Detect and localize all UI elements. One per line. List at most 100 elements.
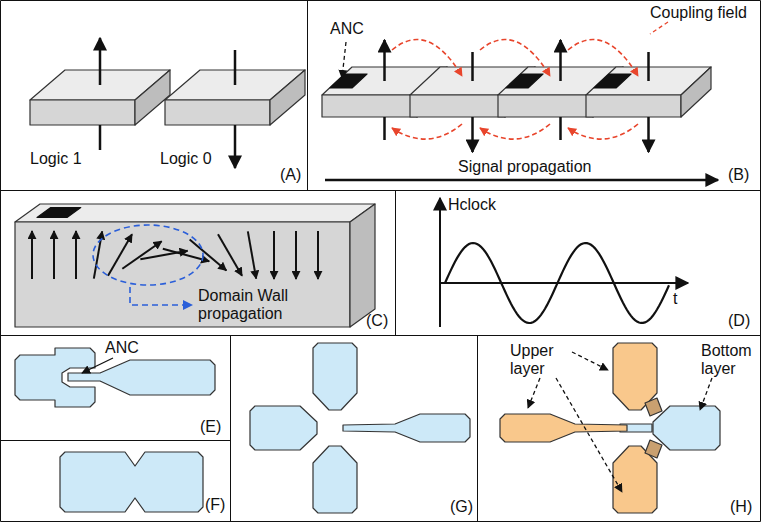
part-label: Coupling field bbox=[650, 4, 747, 22]
panel-border bbox=[0, 440, 230, 441]
magnet-front bbox=[410, 95, 505, 117]
panel-border bbox=[0, 335, 761, 336]
spin-arrow bbox=[273, 231, 275, 279]
panel-letter: (B) bbox=[728, 166, 749, 184]
leader-line bbox=[572, 352, 608, 370]
anc-pad bbox=[594, 74, 631, 88]
magnet-label: Logic 0 bbox=[160, 150, 212, 168]
output-magnet bbox=[343, 414, 470, 442]
axis-label: Hclock bbox=[448, 196, 496, 214]
magnetization-arrow bbox=[647, 52, 650, 81]
axis-label: t bbox=[673, 290, 677, 308]
spin-arrow bbox=[31, 231, 33, 279]
magnetization-arrow bbox=[559, 40, 562, 81]
output-magnet bbox=[68, 360, 215, 395]
notched-magnet bbox=[60, 452, 203, 512]
panel-letter: (F) bbox=[205, 496, 225, 514]
magnetization-arrow bbox=[234, 125, 237, 168]
spin-arrow bbox=[295, 231, 297, 279]
upper-layer-magnet bbox=[613, 446, 657, 513]
anc-pad bbox=[37, 208, 81, 218]
upper-layer-magnet bbox=[613, 343, 657, 410]
panel-border bbox=[1, 521, 761, 522]
coupling-field-line bbox=[480, 124, 550, 139]
spin-arrow bbox=[190, 240, 227, 271]
coupling-field-line bbox=[568, 40, 638, 76]
panel-border bbox=[0, 190, 761, 191]
panel-letter: (C) bbox=[366, 312, 388, 330]
magnet-front bbox=[498, 95, 593, 117]
magnet-front bbox=[15, 222, 350, 327]
magnetization-arrow bbox=[647, 117, 650, 152]
coupling-field-line bbox=[392, 124, 462, 139]
panel-border bbox=[1, 0, 761, 1]
signal-label: Signal propagation bbox=[458, 158, 591, 176]
magnet-side bbox=[350, 204, 375, 327]
magnetization-arrow bbox=[234, 50, 237, 85]
domain-wall-outline bbox=[93, 225, 203, 285]
anc-pad bbox=[506, 74, 543, 88]
panel-border bbox=[307, 0, 308, 190]
panel-border bbox=[760, 1, 761, 522]
panel-letter: (E) bbox=[200, 418, 221, 436]
leader-line bbox=[650, 22, 668, 34]
axis bbox=[439, 198, 441, 327]
input-magnet bbox=[250, 406, 317, 450]
panel-letter: (A) bbox=[280, 166, 301, 184]
spin-arrow bbox=[317, 231, 319, 279]
magnetization-arrow bbox=[383, 40, 386, 81]
overlap-patch bbox=[645, 398, 662, 416]
part-label: Domain Wall propagation bbox=[198, 287, 318, 323]
spin-arrow bbox=[122, 241, 161, 269]
magnet-front bbox=[322, 95, 417, 117]
magnet-front bbox=[586, 95, 681, 117]
magnetization-arrow bbox=[471, 52, 474, 81]
anc-pad bbox=[330, 74, 367, 88]
leader-line bbox=[556, 378, 622, 492]
spin-arrow bbox=[248, 231, 256, 278]
clock-wave bbox=[445, 243, 669, 323]
panel-border bbox=[477, 335, 478, 522]
magnetization-arrow bbox=[559, 117, 562, 140]
leader-line bbox=[700, 378, 712, 410]
spin-arrow bbox=[218, 234, 242, 276]
magnetization-arrow bbox=[99, 125, 102, 150]
leader-line bbox=[342, 42, 346, 78]
panel-border bbox=[230, 335, 231, 522]
spin-arrow bbox=[53, 231, 55, 279]
leader-line bbox=[528, 378, 540, 408]
coupling-field-line bbox=[392, 40, 462, 76]
coupling-field-line bbox=[480, 40, 550, 76]
magnetization-arrow bbox=[471, 117, 474, 152]
panel-letter: (H) bbox=[730, 498, 752, 516]
part-label: Upper layer bbox=[510, 342, 566, 378]
panel-letter: (D) bbox=[728, 312, 750, 330]
spin-arrow bbox=[75, 231, 77, 279]
part-label: Bottom layer bbox=[701, 342, 757, 378]
magnetization-arrow bbox=[383, 117, 386, 140]
leader-line bbox=[130, 287, 192, 305]
signal-arrow bbox=[325, 179, 718, 182]
magnet-side bbox=[681, 67, 711, 117]
leader-line bbox=[82, 358, 113, 373]
panel-border bbox=[395, 190, 396, 335]
magnet-front bbox=[165, 100, 270, 125]
panel-border bbox=[0, 1, 1, 522]
magnetization-arrow bbox=[99, 38, 102, 85]
magnet-side bbox=[270, 70, 305, 125]
overlap-patch bbox=[645, 440, 662, 458]
axis bbox=[440, 282, 688, 284]
magnet-top bbox=[15, 204, 375, 222]
magnet-label: Logic 1 bbox=[30, 150, 82, 168]
magnet-front bbox=[30, 100, 135, 125]
part-label: ANC bbox=[330, 20, 364, 38]
coupling-field-line bbox=[568, 124, 638, 139]
part-label: ANC bbox=[105, 339, 139, 357]
spin-arrow bbox=[140, 251, 187, 259]
upper-layer-magnet bbox=[500, 414, 627, 442]
panel-letter: (G) bbox=[450, 498, 473, 516]
input-magnet bbox=[313, 343, 357, 410]
input-magnet bbox=[313, 446, 357, 513]
